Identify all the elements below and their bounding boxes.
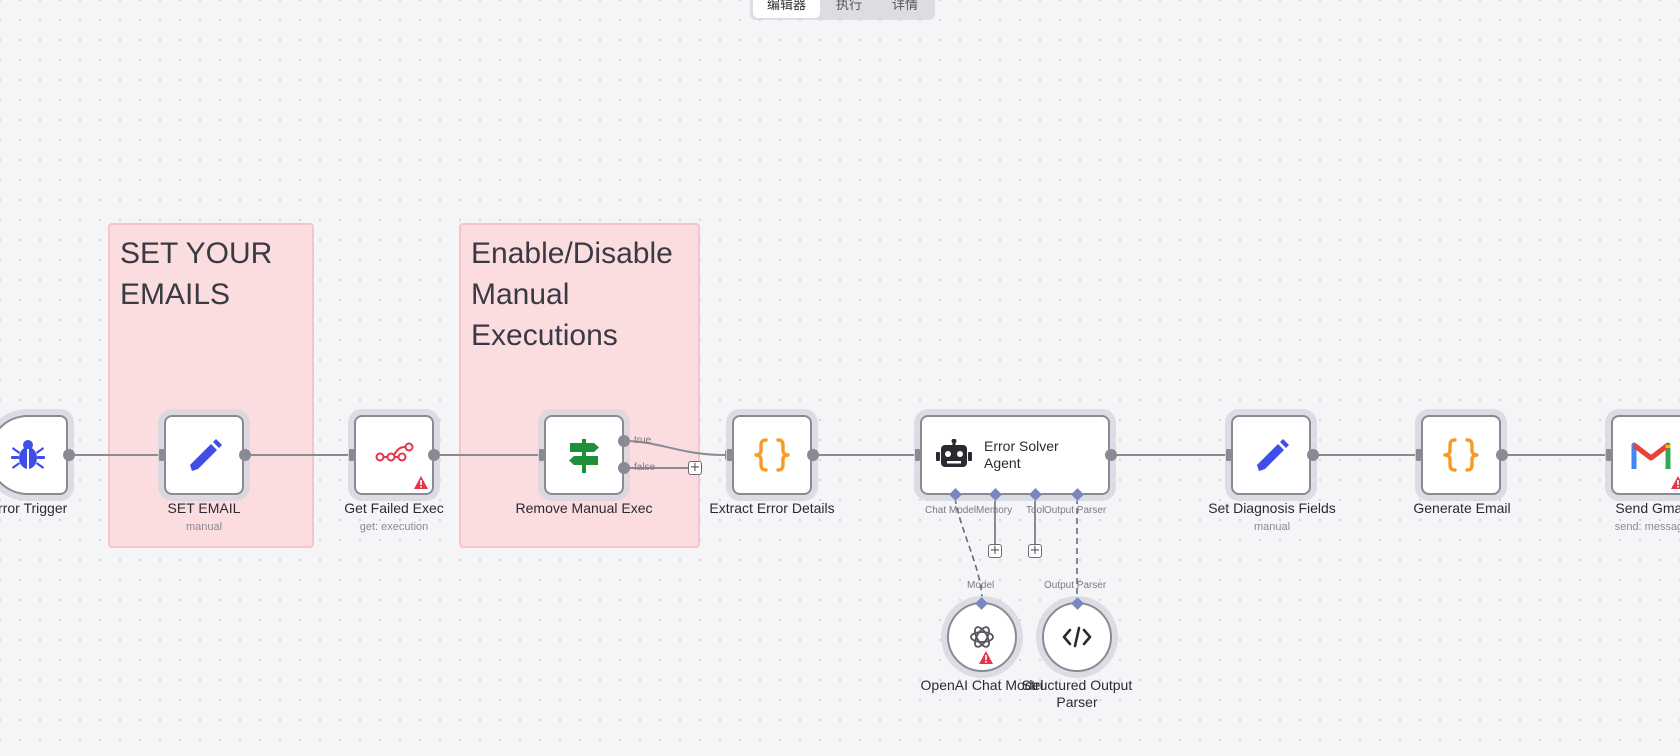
input-port[interactable] bbox=[915, 449, 920, 461]
node-subtitle: get: execution bbox=[359, 521, 429, 533]
add-tool-button[interactable]: + bbox=[1028, 543, 1042, 558]
input-port[interactable] bbox=[539, 449, 544, 461]
add-memory-button[interactable]: + bbox=[988, 543, 1002, 558]
node-remove-manual-exec[interactable] bbox=[544, 415, 624, 495]
tab-editor[interactable]: 编辑器 bbox=[753, 0, 821, 18]
code-tag-icon bbox=[1062, 626, 1092, 648]
output-port[interactable] bbox=[807, 449, 819, 461]
output-label-false: false bbox=[634, 462, 656, 473]
input-port[interactable] bbox=[159, 449, 164, 461]
output-port[interactable] bbox=[63, 449, 75, 461]
input-port[interactable] bbox=[1416, 449, 1421, 461]
node-label: SET EMAIL bbox=[167, 500, 241, 516]
tab-executions[interactable]: 执行 bbox=[836, 0, 863, 12]
code-braces-icon bbox=[754, 438, 790, 472]
node-set-diagnosis-fields[interactable] bbox=[1231, 415, 1311, 495]
input-port[interactable] bbox=[727, 449, 732, 461]
sticky-note-manual-executions[interactable]: Enable/Disable Manual Executions bbox=[459, 223, 700, 548]
node-extract-error-details[interactable] bbox=[732, 415, 812, 495]
output-port[interactable] bbox=[1307, 449, 1319, 461]
node-label: Send Gmail bbox=[1615, 500, 1680, 516]
pencil-icon bbox=[1257, 439, 1289, 471]
port-label: Model bbox=[967, 580, 995, 591]
node-label: Set Diagnosis Fields bbox=[1208, 500, 1336, 516]
sub-port-label: Tool bbox=[1026, 505, 1045, 516]
node-send-gmail[interactable] bbox=[1611, 415, 1680, 495]
warning-icon[interactable] bbox=[979, 651, 993, 664]
node-label: Remove Manual Exec bbox=[515, 500, 653, 516]
output-port-false[interactable] bbox=[618, 462, 630, 474]
node-structured-output-parser[interactable] bbox=[1042, 602, 1112, 672]
node-error-trigger[interactable] bbox=[0, 415, 68, 495]
node-label: Generate Email bbox=[1413, 500, 1511, 516]
bug-icon bbox=[11, 440, 45, 469]
node-subtitle: manual bbox=[1253, 521, 1291, 533]
node-label: Error Solver Agent bbox=[984, 438, 1059, 471]
tab-details[interactable]: 详情 bbox=[892, 0, 919, 12]
sticky-note-text: Enable/Disable Manual Executions bbox=[471, 237, 673, 352]
output-port-true[interactable] bbox=[618, 435, 630, 447]
output-port[interactable] bbox=[428, 449, 440, 461]
robot-icon bbox=[936, 439, 972, 467]
sub-port-label: Chat Model bbox=[925, 505, 977, 516]
gmail-icon bbox=[1631, 442, 1671, 469]
warning-icon[interactable] bbox=[414, 476, 428, 489]
node-error-solver-agent[interactable]: Error Solver Agent bbox=[920, 415, 1110, 495]
node-label: OpenAI Chat Model bbox=[920, 677, 1044, 693]
output-port[interactable] bbox=[239, 449, 251, 461]
input-port[interactable] bbox=[1226, 449, 1231, 461]
sub-port-label: Output Parser bbox=[1044, 505, 1107, 516]
add-node-button[interactable]: + bbox=[688, 460, 702, 475]
input-port[interactable] bbox=[1606, 449, 1611, 461]
output-label-true: true bbox=[634, 435, 652, 446]
node-label: Error Trigger bbox=[0, 500, 68, 516]
sticky-note-text: SET YOUR EMAILS bbox=[120, 237, 273, 311]
view-tabs: 编辑器 执行 详情 bbox=[750, 0, 936, 20]
output-port[interactable] bbox=[1105, 449, 1117, 461]
pencil-icon bbox=[190, 439, 222, 471]
node-subtitle: send: message bbox=[1614, 521, 1680, 533]
node-generate-email[interactable] bbox=[1421, 415, 1501, 495]
output-port[interactable] bbox=[1496, 449, 1508, 461]
openai-icon bbox=[970, 626, 994, 648]
node-label: Get Failed Exec bbox=[344, 500, 444, 516]
node-openai-chat-model[interactable] bbox=[947, 602, 1017, 672]
n8n-icon bbox=[375, 442, 414, 462]
node-label: Structured Output Parser bbox=[1021, 677, 1133, 710]
code-braces-icon bbox=[1443, 438, 1479, 472]
sub-port-label: Memory bbox=[976, 505, 1013, 516]
node-subtitle: manual bbox=[185, 521, 223, 533]
warning-icon[interactable] bbox=[1671, 476, 1680, 489]
input-port[interactable] bbox=[349, 449, 354, 461]
signpost-icon bbox=[569, 439, 599, 473]
node-label: Extract Error Details bbox=[709, 500, 835, 516]
node-get-failed-exec[interactable] bbox=[354, 415, 434, 495]
port-label: Output Parser bbox=[1044, 580, 1107, 591]
node-set-email[interactable] bbox=[164, 415, 244, 495]
